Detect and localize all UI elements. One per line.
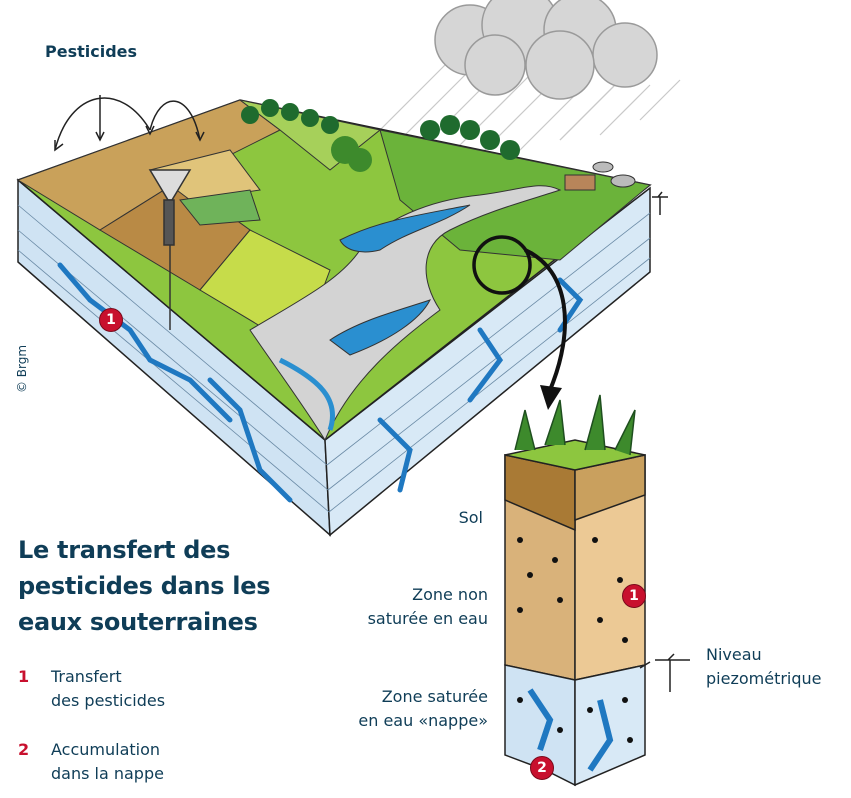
zoom-circle — [472, 235, 532, 295]
legend-text: dans la nappe — [51, 764, 164, 783]
zoom-arrow — [524, 248, 567, 391]
piezometer-icon — [148, 169, 192, 330]
cloud-icon — [434, 0, 658, 100]
badge-1-block: 1 — [99, 308, 123, 332]
label-line: en eau «nappe» — [358, 711, 488, 730]
badge-1-column: 1 — [622, 584, 646, 608]
niveau-symbol — [639, 653, 690, 692]
label-line: Niveau — [706, 645, 762, 664]
buildings-icon — [564, 161, 636, 191]
label-sol: Sol — [458, 508, 483, 527]
pesticides-label: Pesticides — [45, 42, 138, 61]
legend-text: Accumulation — [51, 740, 161, 759]
label-line: piezométrique — [706, 669, 822, 688]
label-zone-saturee: Zone saturée en eau «nappe» — [358, 685, 488, 733]
badge-2-column: 2 — [530, 756, 554, 780]
title-line: Le transfert des — [18, 536, 231, 564]
water-level-symbol — [652, 191, 668, 215]
page-title: Le transfert des pesticides dans les eau… — [18, 532, 270, 640]
title-line: pesticides dans les — [18, 572, 271, 600]
forest — [241, 99, 520, 172]
legend-number: 1 — [18, 667, 30, 686]
legend-number: 2 — [18, 740, 30, 759]
soil-column — [504, 394, 646, 787]
label-zone-non-saturee: Zone non saturée en eau — [368, 583, 488, 631]
label-niveau-piezometrique: Niveau piezométrique — [706, 643, 822, 691]
credit: © Brgm — [15, 344, 30, 394]
pesticide-spray-arrows — [54, 95, 205, 152]
label-line: Zone non — [412, 585, 488, 604]
legend-text: des pesticides — [51, 691, 166, 710]
label-line: saturée en eau — [367, 609, 488, 628]
label-line: Zone saturée — [381, 687, 488, 706]
legend-text: Transfert — [51, 667, 122, 686]
soil-particles — [517, 537, 633, 743]
title-line: eaux souterraines — [18, 608, 258, 636]
